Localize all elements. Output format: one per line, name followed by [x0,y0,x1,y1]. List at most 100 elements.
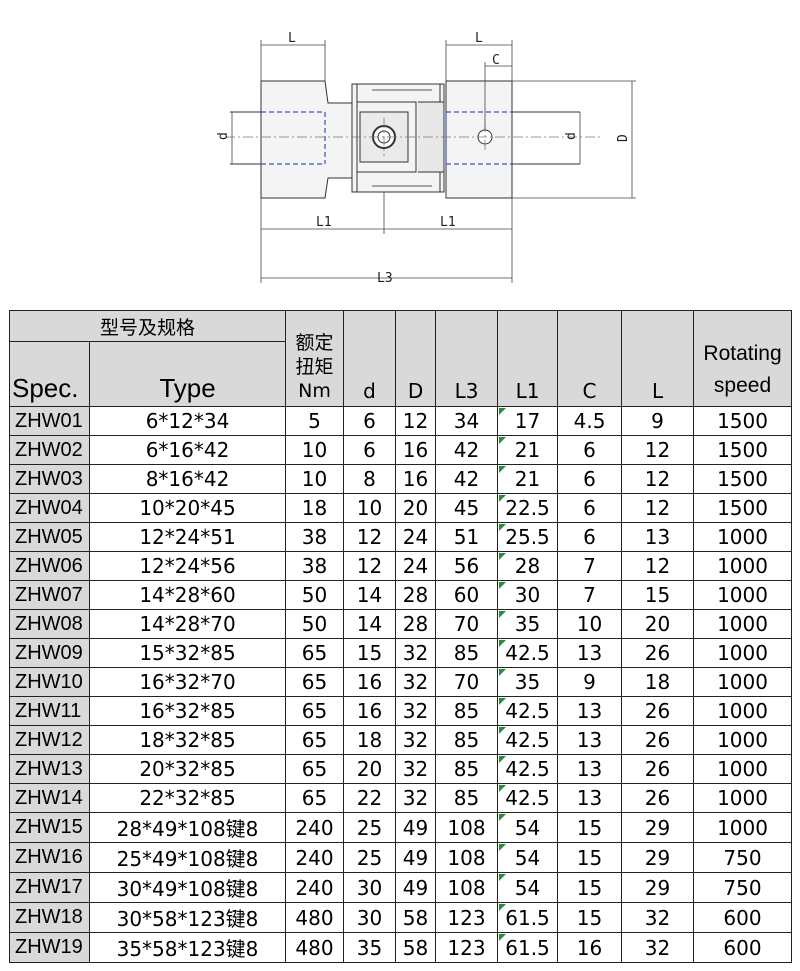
cell-C: 15 [557,842,623,873]
cell-C: 15 [557,902,623,933]
cell-L: 26 [621,754,695,784]
cell-spec: ZHW05 [9,522,90,552]
cell-type: 20*32*85 [88,754,287,784]
cell-spec: ZHW19 [9,932,90,963]
label-L1-right: L1 [440,215,456,230]
cell-type: 28*49*108键8 [88,812,287,843]
cell-type: 6*16*42 [88,435,287,465]
cell-D: 16 [395,435,437,465]
cell-L1: 42.5 [497,783,559,813]
cell-L: 15 [621,580,695,610]
cell-d: 20 [343,754,397,784]
cell-L3: 85 [435,754,499,784]
cell-D: 28 [395,609,437,639]
cell-spec: ZHW06 [9,551,90,581]
cell-rotating-speed: 1000 [693,783,793,813]
cell-rotating-speed: 1500 [693,406,793,436]
cell-D: 24 [395,522,437,552]
cell-L: 32 [621,932,695,963]
cell-spec: ZHW16 [9,842,90,873]
cell-type: 18*32*85 [88,725,287,755]
cell-d: 25 [343,842,397,873]
cell-type: 10*20*45 [88,493,287,523]
cell-L3: 45 [435,493,499,523]
cell-rotating-speed: 1000 [693,522,793,552]
cell-L: 12 [621,464,695,494]
cell-rotating-speed: 1000 [693,696,793,726]
cell-type: 8*16*42 [88,464,287,494]
cell-L: 13 [621,522,695,552]
cell-spec: ZHW17 [9,872,90,903]
cell-torque: 240 [285,842,345,873]
cell-rotating-speed: 1000 [693,667,793,697]
cell-D: 16 [395,464,437,494]
cell-L1: 21 [497,464,559,494]
cell-d: 35 [343,932,397,963]
cell-d: 16 [343,667,397,697]
cell-torque: 65 [285,696,345,726]
header-type: Type [88,341,287,407]
cell-torque: 50 [285,609,345,639]
cell-L1: 30 [497,580,559,610]
cell-spec: ZHW04 [9,493,90,523]
cell-d: 14 [343,609,397,639]
cell-d: 12 [343,522,397,552]
cell-type: 12*24*56 [88,551,287,581]
cell-C: 13 [557,783,623,813]
cell-D: 20 [395,493,437,523]
cell-d: 15 [343,638,397,668]
cell-C: 16 [557,932,623,963]
cell-type: 22*32*85 [88,783,287,813]
cell-L: 9 [621,406,695,436]
label-C: C [492,53,500,68]
cell-L1: 17 [497,406,559,436]
cell-D: 32 [395,667,437,697]
label-L1-left: L1 [316,215,332,230]
cell-torque: 5 [285,406,345,436]
header-rot-line2: speed [713,374,772,397]
header-rot-line1: Rotating [703,342,782,365]
cell-torque: 65 [285,725,345,755]
header-D: D [395,310,437,407]
cell-d: 25 [343,812,397,843]
cell-torque: 240 [285,872,345,903]
cell-type: 25*49*108键8 [88,842,287,873]
cell-L: 26 [621,725,695,755]
header-torque: 额定 扭矩 Nm [285,310,345,407]
label-L-right: L [475,31,483,46]
cell-rotating-speed: 1000 [693,609,793,639]
cell-rotating-speed: 1500 [693,435,793,465]
cell-L3: 123 [435,932,499,963]
header-spec: Spec. [9,341,90,407]
cell-rotating-speed: 1000 [693,754,793,784]
header-L1: L1 [497,310,559,407]
cell-L: 29 [621,842,695,873]
cell-L3: 42 [435,464,499,494]
cell-rotating-speed: 600 [693,932,793,963]
cell-L: 26 [621,696,695,726]
cell-L1: 42.5 [497,754,559,784]
cell-torque: 65 [285,783,345,813]
cell-d: 12 [343,551,397,581]
cell-rotating-speed: 1000 [693,638,793,668]
cell-torque: 38 [285,522,345,552]
cell-type: 35*58*123键8 [88,932,287,963]
cell-L: 12 [621,493,695,523]
cell-spec: ZHW02 [9,435,90,465]
cell-type: 6*12*34 [88,406,287,436]
cell-D: 24 [395,551,437,581]
cell-spec: ZHW10 [9,667,90,697]
cell-d: 30 [343,902,397,933]
header-model-spec: 型号及规格 [8,310,287,342]
cell-D: 58 [395,932,437,963]
cell-C: 7 [557,580,623,610]
cell-C: 9 [557,667,623,697]
header-C: C [557,310,623,407]
